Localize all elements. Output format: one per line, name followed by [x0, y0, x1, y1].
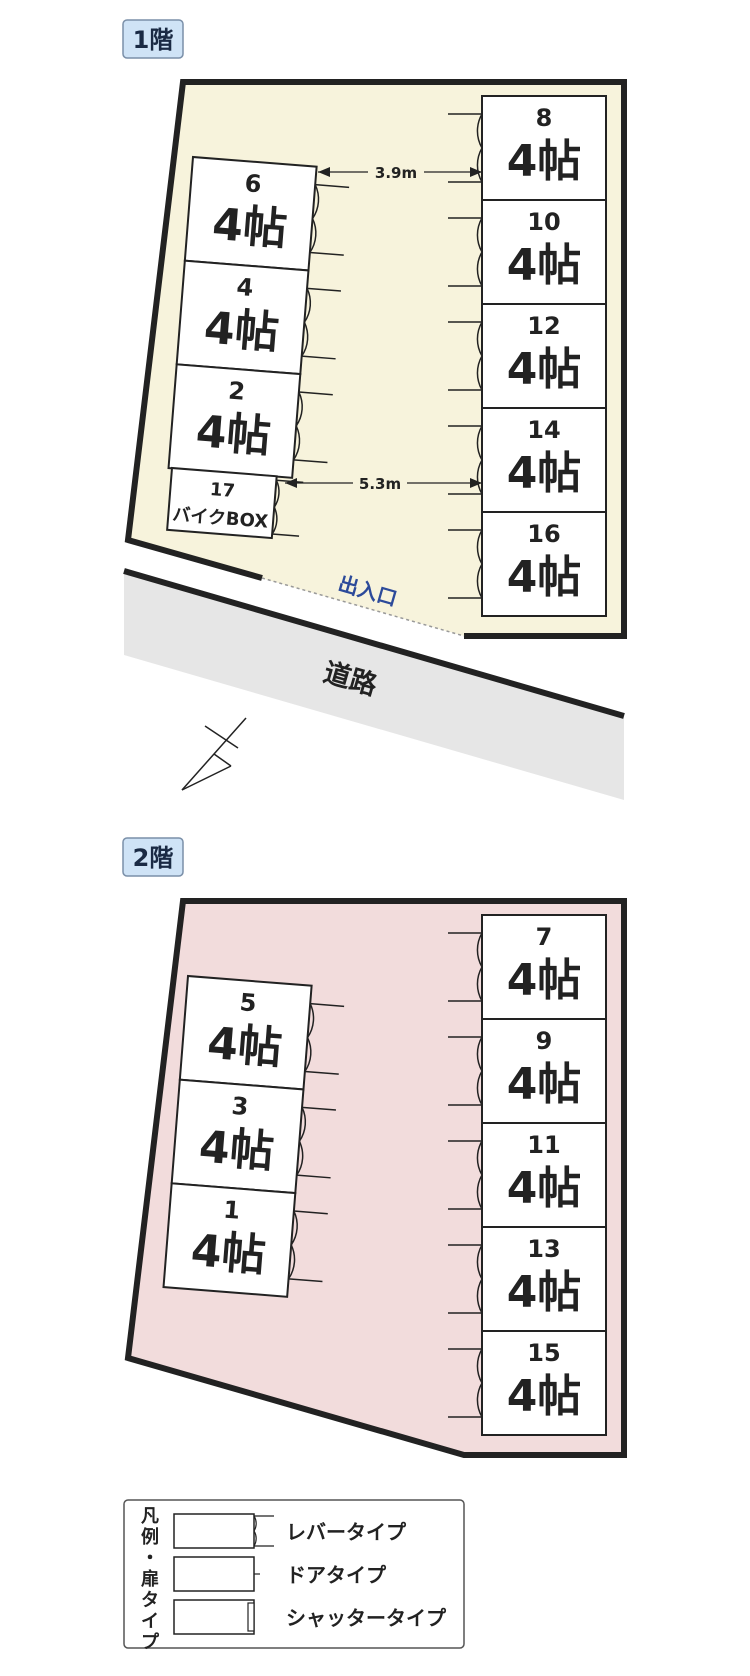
unit-5[interactable]: 54帖 [178, 974, 346, 1092]
north-arrow-icon [181, 717, 247, 791]
legend-shutter-label: シャッタータイプ [286, 1606, 447, 1630]
floor2-badge: 2階 [122, 837, 184, 877]
lever-door-icon [448, 425, 483, 495]
legend-lever-label: レバータイプ [286, 1520, 407, 1544]
floor1-label: 1階 [133, 26, 174, 54]
lever-door-icon [304, 1002, 345, 1075]
dimension-bottom: 5.3m [285, 474, 482, 493]
unit-number: 12 [527, 312, 560, 340]
dimension-top: 3.9m [318, 163, 482, 182]
unit-size: 4帖 [202, 302, 280, 359]
lever-door-icon [448, 217, 483, 287]
unit-8[interactable]: 84帖 [448, 95, 607, 201]
unit-size: 4帖 [189, 1225, 267, 1282]
legend-shutter: シャッタータイプ [173, 1599, 447, 1635]
unit-4[interactable]: 44帖 [175, 259, 343, 377]
legend-lever: レバータイプ [173, 1513, 407, 1549]
floor1-badge: 1階 [122, 19, 184, 59]
shutter-icon [247, 1602, 255, 1632]
unit-9[interactable]: 94帖 [448, 1018, 607, 1124]
lever-door-icon [448, 1244, 483, 1314]
unit-number: 13 [527, 1235, 560, 1263]
dimension-bottom-label: 5.3m [359, 475, 401, 493]
legend-title: 凡例・扉タイプ [141, 1506, 160, 1653]
unit-size: 4帖 [507, 344, 582, 395]
unit-6[interactable]: 64帖 [183, 155, 351, 273]
unit-number: 9 [536, 1027, 553, 1055]
unit-3[interactable]: 34帖 [170, 1078, 338, 1196]
dimension-top-label: 3.9m [375, 164, 417, 182]
unit-number: 4 [235, 273, 254, 302]
unit-size: 4帖 [507, 1371, 582, 1422]
unit-number: 6 [244, 169, 263, 198]
unit-number: 2 [227, 377, 246, 406]
lever-door-icon [448, 1348, 483, 1418]
lever-door-icon [448, 1140, 483, 1210]
unit-size: 4帖 [507, 1163, 582, 1214]
unit-number: 11 [527, 1131, 560, 1159]
lever-door-icon [287, 1210, 328, 1283]
lever-door-icon [292, 391, 333, 464]
lever-door-icon [253, 1515, 274, 1547]
unit-17-bike-box[interactable]: 17 バイクBOX [166, 466, 304, 540]
unit-17-number: 17 [209, 479, 236, 502]
unit-number: 5 [239, 988, 258, 1017]
unit-number: 8 [536, 104, 553, 132]
unit-size: 4帖 [507, 240, 582, 291]
unit-size: 4帖 [507, 1059, 582, 1110]
unit-size: 4帖 [507, 552, 582, 603]
lever-door-icon [301, 287, 341, 360]
unit-number: 14 [527, 416, 560, 444]
unit-7[interactable]: 74帖 [448, 914, 607, 1020]
floor2-label: 2階 [133, 844, 174, 872]
lever-door-icon [296, 1106, 336, 1179]
lever-door-icon [448, 113, 483, 183]
unit-size: 4帖 [197, 1121, 275, 1178]
lever-door-icon [448, 932, 483, 1002]
legend: 凡例・扉タイプ レバータイプ ドアタイプ シャッタータイプ [123, 1499, 465, 1653]
unit-size: 4帖 [507, 1267, 582, 1318]
unit-number: 7 [536, 923, 553, 951]
legend-door-label: ドアタイプ [286, 1563, 387, 1587]
unit-size: 4帖 [507, 448, 582, 499]
road: 道路 [123, 568, 625, 800]
unit-size: 4帖 [194, 406, 272, 463]
legend-door: ドアタイプ [173, 1556, 387, 1592]
unit-number: 1 [222, 1196, 241, 1225]
lever-door-icon [448, 529, 483, 599]
unit-size: 4帖 [507, 955, 582, 1006]
lever-door-icon [448, 1036, 483, 1106]
unit-size: 4帖 [507, 136, 582, 187]
unit-size: 4帖 [210, 199, 288, 256]
entrance-opening [261, 577, 465, 637]
lever-door-icon [309, 183, 350, 256]
unit-number: 10 [527, 208, 560, 236]
unit-number: 3 [230, 1092, 249, 1121]
lever-door-icon [448, 321, 483, 391]
unit-number: 15 [527, 1339, 560, 1367]
unit-1[interactable]: 14帖 [162, 1182, 330, 1299]
unit-number: 16 [527, 520, 560, 548]
unit-2[interactable]: 24帖 [167, 363, 335, 480]
unit-size: 4帖 [205, 1018, 283, 1075]
